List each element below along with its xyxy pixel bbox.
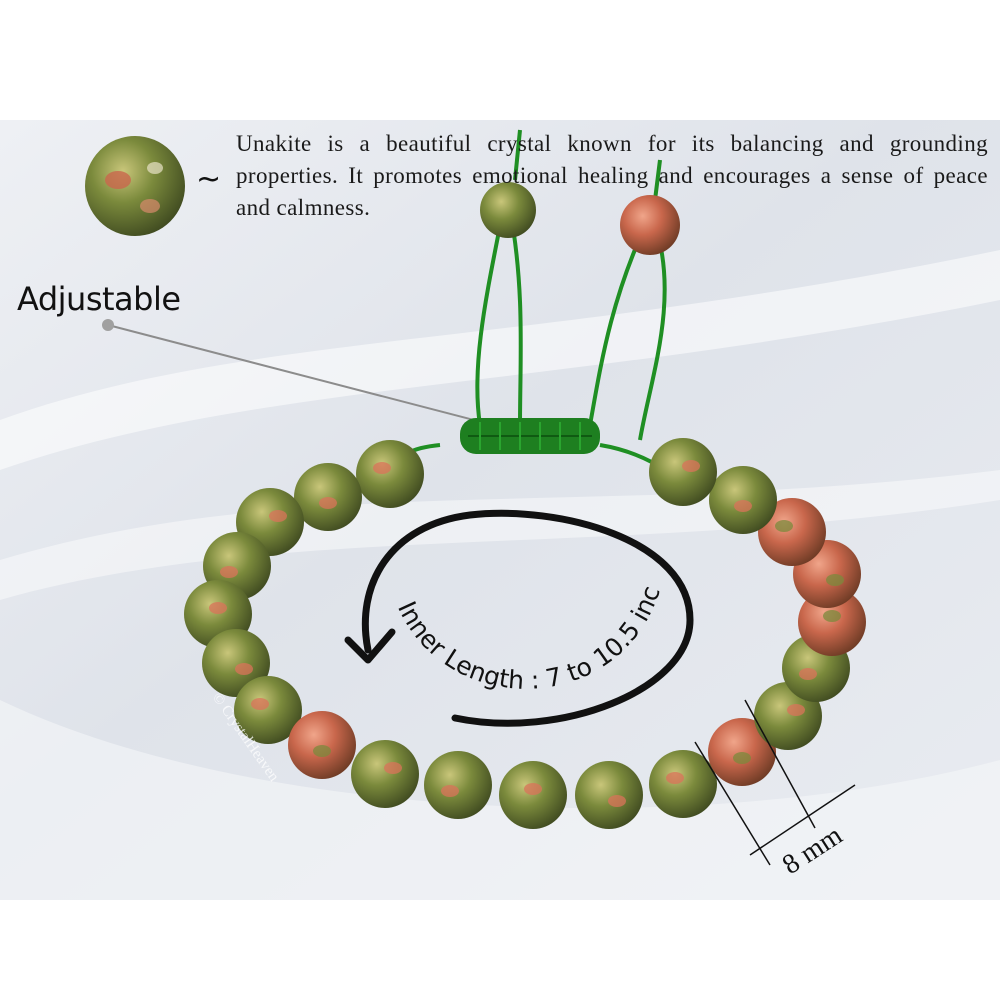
bead-mottling (826, 574, 844, 586)
background-swoosh (0, 250, 1000, 470)
bracelet-bead (234, 676, 302, 744)
bracelet-bead (351, 740, 419, 808)
inner-length-arrow (344, 509, 694, 727)
bead-mottling (799, 668, 817, 680)
cord-end-bead (480, 182, 536, 238)
bead-mottling (251, 698, 269, 710)
bead-mottling (319, 497, 337, 509)
bead-mottling (823, 610, 841, 622)
bead-mottling (608, 795, 626, 807)
tilde-mark: ~ (196, 162, 222, 197)
bracelet-bead (575, 761, 643, 829)
bracelet-bead (356, 440, 424, 508)
bracelet-bead (649, 438, 717, 506)
adjustable-label: Adjustable (17, 280, 181, 318)
bead-mottling (220, 566, 238, 578)
bead-mottling (313, 745, 331, 757)
bead-mottling (269, 510, 287, 522)
bead-mottling (734, 500, 752, 512)
bead-mottling (682, 460, 700, 472)
background-swoosh (0, 700, 1000, 900)
bead-mottling (441, 785, 459, 797)
callout-dot (102, 319, 114, 331)
bead-mottling (524, 783, 542, 795)
cord-end-bead (620, 195, 680, 255)
bead-mottling (373, 462, 391, 474)
bracelet-beads (184, 438, 866, 829)
bead-mottling (384, 762, 402, 774)
sliding-knot (460, 418, 600, 454)
bead-mottling (775, 520, 793, 532)
bead-mottling (666, 772, 684, 784)
sample-bead-image (85, 136, 185, 236)
bracelet-bead (424, 751, 492, 819)
callout-line (107, 324, 521, 433)
bracelet-bead (758, 498, 826, 566)
bead-size-dimension (694, 699, 856, 866)
product-description: Unakite is a beautiful crystal known for… (236, 131, 988, 220)
bead-mottling (209, 602, 227, 614)
bead-mottling (235, 663, 253, 675)
bead-mottling (787, 704, 805, 716)
bracelet-bead (649, 750, 717, 818)
bead-mottling (733, 752, 751, 764)
